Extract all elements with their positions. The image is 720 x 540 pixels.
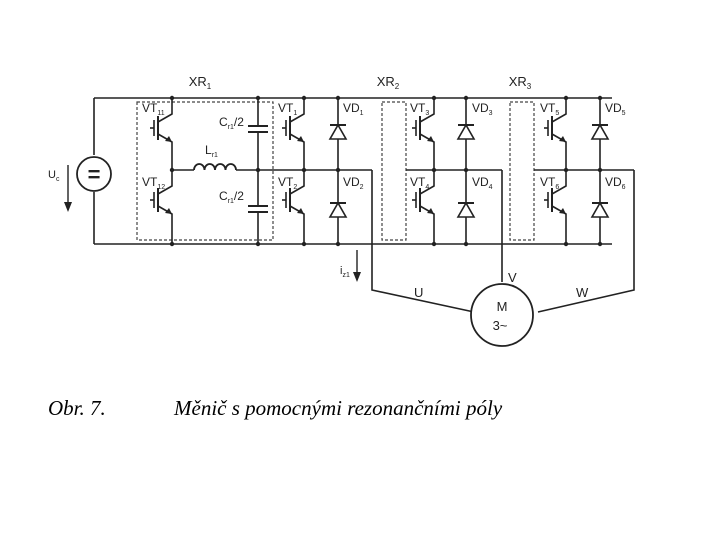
iz1-arrow-icon (353, 272, 361, 282)
iz1-current: iz1 (340, 250, 361, 282)
vt6-label: VT6 (540, 175, 559, 191)
dc-bus (93, 97, 612, 245)
vd4-diode-icon (457, 195, 475, 225)
vt2-label: VT2 (278, 175, 297, 191)
xr1-label: XR1 (189, 74, 212, 91)
xr2-box (381, 101, 407, 241)
vd5-diode-icon (591, 117, 609, 147)
cr1-bottom-label: Cr1/2 (219, 189, 244, 205)
xr3-box (509, 101, 535, 241)
vd2-label: VD2 (343, 175, 364, 191)
xr2-label: XR2 (377, 74, 400, 91)
leg-junction-dots (301, 95, 603, 247)
vd3-diode-icon (457, 117, 475, 147)
lr1-label: Lr1 (205, 143, 218, 159)
vt3-label: VT3 (410, 101, 429, 117)
lr1-inductor-icon (193, 163, 237, 171)
vt4-label: VT4 (410, 175, 429, 191)
vt11-label: VT11 (142, 101, 165, 117)
phase-u-label: U (414, 285, 423, 300)
vd3-label: VD3 (472, 101, 493, 117)
cr1-top-label: Cr1/2 (219, 115, 244, 131)
aux-junction-dots (169, 95, 261, 247)
vd5-label: VD5 (605, 101, 626, 117)
vt12-label: VT12 (142, 175, 165, 191)
resonant-pole-boxes (136, 101, 535, 241)
motor: M 3~ (470, 283, 534, 347)
vd2-diode-icon (329, 195, 347, 225)
dc-source-symbol: = (88, 162, 101, 187)
cr1-top-capacitor-icon (247, 125, 269, 133)
figure-caption: Měnič s pomocnými rezonančními póly (174, 396, 503, 420)
xr3-label: XR3 (509, 74, 532, 91)
vd6-label: VD6 (605, 175, 626, 191)
phase-w-label: W (576, 285, 589, 300)
phase-v-label: V (508, 270, 517, 285)
uc-arrow-icon (64, 202, 72, 212)
cr1-bottom-capacitor-icon (247, 205, 269, 213)
figure-number: Obr. 7. (48, 396, 106, 420)
auxiliary-leg (171, 98, 259, 244)
vd1-label: VD1 (343, 101, 364, 117)
iz1-label: iz1 (340, 265, 350, 279)
uc-label: Uc (48, 169, 60, 183)
inverter-leg-wires (258, 98, 635, 313)
vd1-diode-icon (329, 117, 347, 147)
motor-m-label: M (497, 299, 508, 314)
vd4-label: VD4 (472, 175, 493, 191)
vt5-label: VT5 (540, 101, 559, 117)
xr1-box (136, 101, 274, 241)
vd6-diode-icon (591, 195, 609, 225)
vt1-label: VT1 (278, 101, 297, 117)
motor-phases-label: 3~ (493, 318, 508, 333)
dc-source: = Uc (48, 156, 112, 212)
